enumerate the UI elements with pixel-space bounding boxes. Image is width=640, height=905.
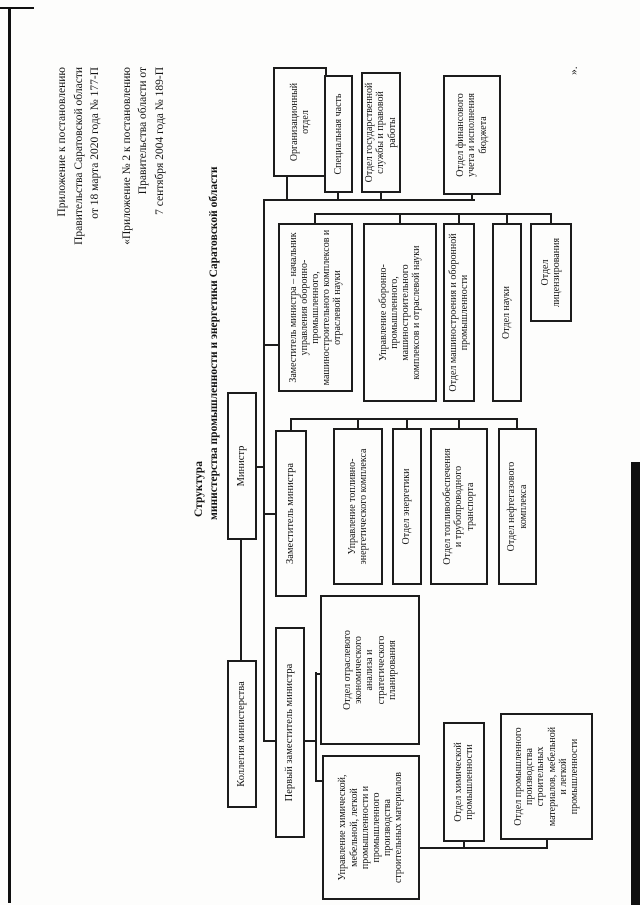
header-line: Правительства Саратовской области (72, 67, 85, 245)
connector-line (240, 540, 242, 660)
header-block-2: «Приложение № 2 к постановлению Правител… (119, 67, 169, 367)
node-minister: Министр (227, 392, 257, 540)
scan-edge-left (8, 8, 11, 903)
node-fuel-supply-pipeline-dept: Отдел топливообеспечения и трубопроводно… (430, 428, 488, 585)
node-special-unit: Специальная часть (324, 75, 353, 193)
connector-line (314, 213, 552, 215)
node-collegium: Коллегия министерства (227, 660, 257, 808)
connector-line (315, 672, 317, 782)
page-title-line2: министерства промышленности и энергетики… (208, 166, 220, 520)
node-chemical-industry-directorate: Управление химической, мебельной, легкой… (322, 755, 420, 900)
document-header: Приложение к постановлению Правительства… (54, 67, 168, 367)
node-sector-economic-analysis-dept: Отдел отраслевого экономического анализа… (320, 595, 420, 745)
node-licensing-dept: Отдел лицензирования (530, 223, 572, 322)
connector-line (290, 418, 518, 420)
page-title-line1: Структура (193, 461, 205, 517)
node-first-deputy-minister: Первый заместитель министра (275, 627, 305, 838)
header-block-1: Приложение к постановлению Правительства… (54, 67, 104, 367)
connector-line (263, 199, 475, 201)
node-deputy-minister: Заместитель министра (275, 430, 307, 597)
connector-line (263, 199, 265, 741)
scan-edge-right (631, 462, 640, 905)
node-building-materials-light-industry-dept: Отдел промышленного производства строите… (500, 713, 593, 840)
node-oil-gas-dept: Отдел нефтегазового комплекса (498, 428, 537, 585)
connector-line (286, 175, 288, 201)
closing-quote-mark: ». (568, 66, 580, 75)
node-deputy-minister-head-of-directorate: Заместитель министра – начальник управле… (278, 223, 353, 392)
header-line: Приложение к постановлению (56, 67, 68, 217)
node-civil-service-legal-dept: Отдел государственной службы и правовой … (361, 72, 401, 193)
header-line: 7 сентября 2004 года № 189-П (153, 67, 166, 215)
header-line: «Приложение № 2 к постановлению (120, 67, 133, 245)
header-line: от 18 марта 2020 года № 177-П (89, 67, 101, 219)
connector-line (263, 344, 279, 346)
node-fuel-energy-directorate: Управление топливно-энергетического комп… (333, 428, 383, 585)
header-line: Правительства области от (137, 67, 149, 195)
scan-edge-top (0, 7, 34, 9)
node-science-dept: Отдел науки (492, 223, 522, 402)
node-finance-budget-dept: Отдел финансового учета и исполнения бюд… (443, 75, 501, 195)
node-chemical-industry-dept: Отдел химической промышленности (443, 722, 485, 842)
node-machinery-defense-dept: Отдел машиностроения и оборонной промышл… (443, 223, 475, 402)
node-energy-dept: Отдел энергетики (392, 428, 422, 585)
node-defense-machinery-science-directorate: Управление оборонно-промышленного, машин… (363, 223, 437, 402)
connector-line (420, 847, 548, 849)
node-organizational-dept: Организационный отдел (273, 67, 327, 177)
